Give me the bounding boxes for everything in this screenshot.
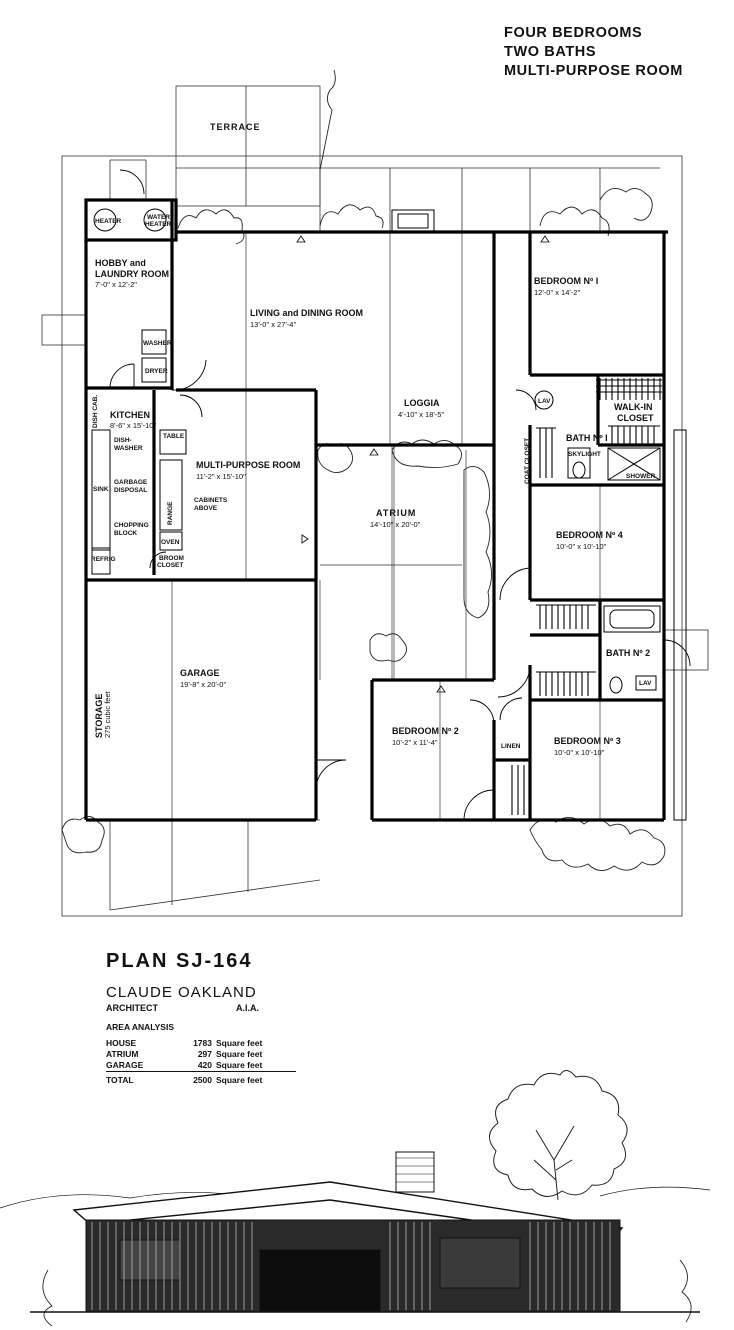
label-garage-dim: 19'-8" x 20'-0" [180,680,226,689]
area-label: ATRIUM [106,1049,139,1059]
area-value: 1783 [193,1038,212,1048]
door-swings [109,169,691,821]
label-refrig: REFRIG [91,556,116,563]
label-loggia: LOGGIA [404,398,440,408]
label-atrium: ATRIUM [376,508,416,518]
label-garbage-2: DISPOSAL [114,487,147,494]
label-multi-purpose: MULTI-PURPOSE ROOM [196,460,300,470]
label-coat-closet: COAT CLOSET [524,438,531,484]
area-row-total: TOTAL 2500 Square feet [106,1075,296,1086]
terrace-and-site-grid [41,85,709,917]
label-lav-2: LAV [639,680,652,687]
header-line-multipurpose: MULTI-PURPOSE ROOM [504,63,683,79]
label-bedroom-2-dim: 10'-2" x 11'-4" [392,738,438,747]
label-garbage-1: GARBAGE [114,479,148,486]
room-labels: TERRACE HEATER WATER HEATER HOBBY and LA… [91,122,656,757]
area-value: 297 [197,1049,212,1059]
label-loggia-dim: 4'-10" x 18'-5" [398,410,444,419]
section-markers [296,235,550,693]
label-kitchen-dim: 8'-6" x 15'-10" [110,421,156,430]
fixtures [91,208,687,821]
area-analysis: AREA ANALYSIS HOUSE 1783 Square feet ATR… [106,1022,296,1086]
label-garage: GARAGE [180,668,220,678]
label-hobby-room-1: HOBBY and [95,258,146,268]
label-bedroom-3: BEDROOM Nº 3 [554,736,621,746]
label-dishwasher-2: WASHER [114,445,143,452]
area-row-garage: GARAGE 420 Square feet [106,1060,296,1072]
label-bedroom-4: BEDROOM Nº 4 [556,530,623,540]
label-broom-1: BROOM [159,555,184,562]
closet-hatching [511,378,662,815]
label-bedroom-1: BEDROOM Nº I [534,276,598,286]
label-cabinets-2: ABOVE [194,505,218,512]
label-bath-1: BATH Nº I [566,433,608,443]
architect-name: CLAUDE OAKLAND [106,984,257,1001]
label-shower: SHOWER [626,473,656,480]
label-dishwasher-1: DISH- [114,437,132,444]
label-storage: STORAGE [94,694,104,738]
architect-aia: A.I.A. [236,1003,260,1013]
label-dryer: DRYER [145,368,168,375]
area-unit: Square feet [216,1038,263,1048]
label-kitchen: KITCHEN [110,410,150,420]
label-walkin-2: CLOSET [617,413,654,423]
area-total-label: TOTAL [106,1075,134,1085]
area-label: HOUSE [106,1038,137,1048]
label-water-heater-1: WATER [147,214,170,221]
label-skylight: SKYLIGHT [568,451,601,458]
label-bath-2: BATH Nº 2 [606,648,650,658]
header-line-baths: TWO BATHS [504,44,597,60]
label-bedroom-1-dim: 12'-0" x 14'-2" [534,288,580,297]
label-lav-1: LAV [538,398,551,405]
label-washer: WASHER [143,340,172,347]
label-atrium-dim: 14'-10" x 20'-0" [370,520,421,529]
area-label: GARAGE [106,1060,144,1070]
label-terrace: TERRACE [210,122,261,132]
label-bedroom-3-dim: 10'-0" x 10'-10" [554,748,605,757]
label-broom-2: CLOSET [157,562,183,569]
label-heater: HEATER [95,218,122,225]
label-sink: SINK [93,486,109,493]
elevation-tree [489,1070,628,1201]
area-row-house: HOUSE 1783 Square feet [106,1038,296,1049]
label-table: TABLE [163,433,185,440]
label-range: RANGE [167,501,174,525]
label-chopping-2: BLOCK [114,530,137,537]
label-living-room-dim: 13'-0" x 27'-4" [250,320,296,329]
label-dish-cab: DISH CAB. [92,395,99,428]
header-line-bedrooms: FOUR BEDROOMS [504,25,643,41]
label-linen: LINEN [501,743,521,750]
plan-title: PLAN SJ-164 [106,950,253,972]
label-cabinets-1: CABINETS [194,497,228,504]
label-walkin-1: WALK-IN [614,402,653,412]
label-water-heater-2: HEATER [145,221,172,228]
area-total-unit: Square feet [216,1075,263,1085]
architect-role: ARCHITECT [106,1003,158,1013]
label-chopping-1: CHOPPING [114,522,149,529]
label-living-room: LIVING and DINING ROOM [250,308,363,318]
area-total-value: 2500 [193,1075,212,1085]
label-oven: OVEN [161,539,180,546]
area-unit: Square feet [216,1049,263,1059]
area-unit: Square feet [216,1060,263,1070]
area-value: 420 [197,1060,212,1070]
area-analysis-title: AREA ANALYSIS [106,1022,175,1032]
label-hobby-room-dim: 7'-0" x 12'-2" [95,280,137,289]
label-hobby-room-2: LAUNDRY ROOM [95,269,169,279]
label-storage-dim: 275 cubic feet [103,690,112,738]
elevation-house [0,1151,711,1327]
area-row-atrium: ATRIUM 297 Square feet [106,1049,296,1060]
label-bedroom-4-dim: 10'-0" x 10'-10" [556,542,607,551]
label-multi-purpose-dim: 11'-2" x 15'-10" [196,472,246,481]
header-feature-list: FOUR BEDROOMS TWO BATHS MULTI-PURPOSE RO… [504,24,683,81]
label-bedroom-2: BEDROOM Nº 2 [392,726,459,736]
